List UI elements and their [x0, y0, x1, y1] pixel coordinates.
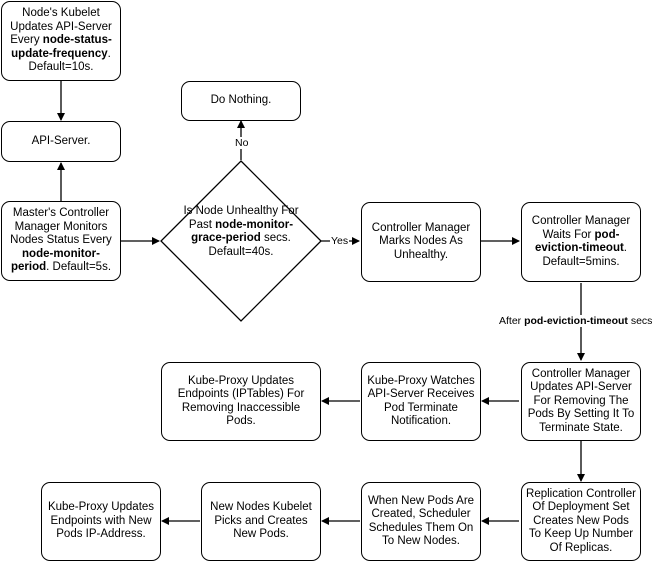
label-text: Controller Manager Waits For pod-evictio…	[526, 215, 636, 269]
text-segment: . Default=10s.	[28, 47, 111, 74]
text-segment: secs	[627, 315, 653, 327]
label-text: No	[235, 137, 248, 149]
parameter-name: node-monitor-period	[10, 247, 100, 274]
label-text: Kube-Proxy Updates Endpoints (IPTables) …	[166, 375, 316, 429]
text-segment: . Default=5s.	[46, 261, 112, 274]
text-segment: When New Pods Are Created, Scheduler Sch…	[367, 494, 475, 548]
edge-label-yes: Yes	[330, 235, 350, 247]
label-text: Do Nothing.	[211, 94, 272, 108]
node-proxy-watches: Kube-Proxy Watches API-Server Receives P…	[361, 362, 481, 441]
label-text: Kube-Proxy Watches API-Server Receives P…	[366, 375, 476, 429]
node-proxy-updates-new: Kube-Proxy Updates Endpoints with New Po…	[41, 482, 161, 561]
text-segment: API-Server.	[31, 134, 91, 147]
label-text: New Nodes Kubelet Picks and Creates New …	[206, 501, 316, 542]
text-segment: Kube-Proxy Watches API-Server Receives P…	[367, 374, 475, 428]
label-text: API-Server.	[32, 135, 91, 149]
edge-label-no: No	[234, 137, 250, 149]
parameter-name: pod-eviction-timeout	[534, 228, 624, 255]
parameter-name: node-status-update-frequency	[11, 34, 112, 60]
label-text: Is Node Unhealthy For Past node-monitor-…	[183, 205, 298, 258]
decision-diamond	[160, 160, 322, 322]
text-segment: Controller Manager Updates API-Server Fo…	[527, 367, 635, 434]
parameter-name: pod-eviction-timeout	[524, 315, 628, 327]
text-segment: Replication Controller Of Deployment Set…	[526, 487, 636, 554]
node-new-kubelet: New Nodes Kubelet Picks and Creates New …	[201, 482, 321, 561]
node-update-terminate: Controller Manager Updates API-Server Fo…	[521, 362, 641, 441]
node-replication-controller: Replication Controller Of Deployment Set…	[521, 482, 641, 561]
edge-label-after-timeout: After pod-eviction-timeout secs	[498, 315, 654, 327]
node-kubelet-update: Node's Kubelet Updates API-Server Every …	[1, 1, 121, 81]
text-segment: Is Node Unhealthy For Past	[183, 205, 299, 231]
label-text: Controller Manager Marks Nodes As Unheal…	[366, 222, 476, 263]
text-segment: Kube-Proxy Updates Endpoints with New Po…	[47, 501, 155, 541]
text-segment: . Default=5mins.	[542, 242, 627, 268]
text-segment: Master's Controller Manager Monitors Nod…	[10, 207, 112, 247]
label-text: When New Pods Are Created, Scheduler Sch…	[366, 495, 476, 549]
node-do-nothing: Do Nothing.	[181, 81, 301, 121]
label-text: Replication Controller Of Deployment Set…	[526, 488, 636, 556]
text-segment: Controller Manager Marks Nodes As Unheal…	[371, 221, 471, 261]
text-segment: secs. Default=40s.	[208, 232, 291, 258]
label-text: Controller Manager Updates API-Server Fo…	[526, 368, 636, 436]
node-scheduler: When New Pods Are Created, Scheduler Sch…	[361, 482, 481, 561]
node-decision-text: Is Node Unhealthy For Past node-monitor-…	[176, 205, 306, 259]
text-segment: New Nodes Kubelet Picks and Creates New …	[210, 501, 312, 541]
text-segment: Yes	[331, 235, 349, 247]
label-text: Node's Kubelet Updates API-Server Every …	[6, 7, 116, 75]
node-api-server: API-Server.	[1, 121, 121, 162]
parameter-name: node-monitor-grace-period	[191, 218, 294, 245]
text-segment: Node's Kubelet Updates API-Server Every	[10, 7, 112, 47]
node-proxy-updates-iptables: Kube-Proxy Updates Endpoints (IPTables) …	[161, 362, 321, 441]
label-text: Yes	[331, 235, 348, 247]
label-text: After pod-eviction-timeout secs	[499, 315, 652, 327]
label-text: Master's Controller Manager Monitors Nod…	[6, 207, 116, 275]
label-text: Kube-Proxy Updates Endpoints with New Po…	[46, 501, 156, 542]
text-segment: Kube-Proxy Updates Endpoints (IPTables) …	[177, 374, 305, 428]
text-segment: After	[499, 315, 525, 327]
text-segment: Controller Manager Waits For	[531, 215, 631, 241]
node-master-controller: Master's Controller Manager Monitors Nod…	[1, 201, 121, 281]
text-segment: No	[235, 137, 249, 149]
node-waits-eviction: Controller Manager Waits For pod-evictio…	[521, 202, 641, 282]
text-segment: Do Nothing.	[210, 94, 272, 107]
node-marks-unhealthy: Controller Manager Marks Nodes As Unheal…	[361, 202, 481, 282]
